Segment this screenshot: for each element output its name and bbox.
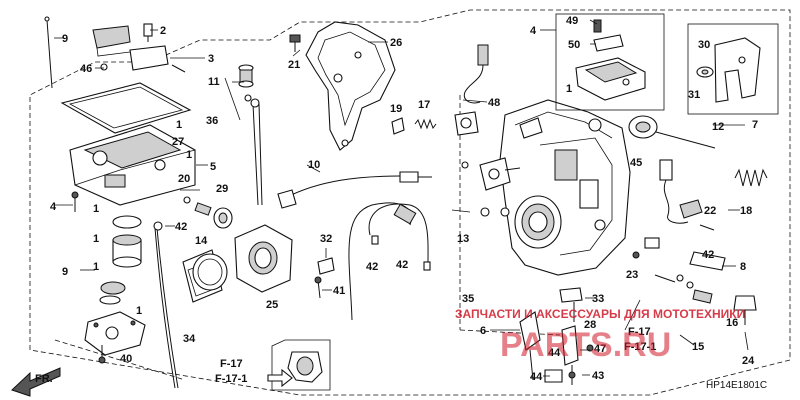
assembly-outline bbox=[29, 9, 791, 396]
callout-4: 4 bbox=[50, 201, 57, 213]
callout-13: 13 bbox=[457, 233, 469, 245]
callout-12: 12 bbox=[712, 121, 724, 133]
front-arrow-icon bbox=[11, 367, 61, 397]
callout-6: 6 bbox=[480, 325, 486, 337]
callout-33: 33 bbox=[592, 293, 604, 305]
callout-1d: 1 bbox=[93, 233, 99, 245]
top-left-parts bbox=[44, 16, 186, 89]
bottom-jet-parts bbox=[519, 287, 594, 385]
top-cap-assembly bbox=[555, 13, 779, 115]
watermark: ЗАПЧАСТИ И АКСЕССУАРЫ ДЛЯ МОТОТЕХНИКИ PA… bbox=[455, 307, 745, 364]
front-mark: FR. bbox=[35, 373, 53, 385]
callout-31: 31 bbox=[688, 89, 700, 101]
callout-1b: 1 bbox=[186, 149, 192, 161]
callout-numbers: 9 2 3 46 11 1 36 27 1 5 20 29 4 1 1 9 1 … bbox=[50, 15, 758, 383]
intake-parts bbox=[182, 224, 335, 303]
callout-11: 11 bbox=[208, 76, 220, 88]
ref-block-right-line2: F-17-1 bbox=[624, 341, 656, 353]
jet-parts bbox=[183, 64, 263, 229]
callout-9b: 9 bbox=[62, 266, 68, 278]
carburetor-body bbox=[461, 99, 631, 276]
callout-24: 24 bbox=[742, 355, 755, 367]
callout-18: 18 bbox=[740, 205, 752, 217]
callout-1: 1 bbox=[176, 119, 182, 131]
callout-16: 16 bbox=[726, 317, 738, 329]
callout-22: 22 bbox=[704, 205, 716, 217]
watermark-brand: PARTS.RU bbox=[500, 326, 671, 364]
callout-42d: 42 bbox=[702, 249, 714, 261]
hoses bbox=[153, 171, 432, 389]
reference-block-right: F-17 F-17-1 bbox=[624, 326, 656, 353]
callout-9: 9 bbox=[62, 33, 68, 45]
callout-44b: 44 bbox=[530, 371, 543, 383]
callout-45: 45 bbox=[630, 157, 642, 169]
callout-14: 14 bbox=[195, 235, 208, 247]
callout-30: 30 bbox=[698, 39, 710, 51]
callout-27: 27 bbox=[172, 136, 184, 148]
callout-44: 44 bbox=[548, 347, 561, 359]
front-direction-indicator: FR. bbox=[11, 367, 61, 397]
callout-23: 23 bbox=[626, 269, 638, 281]
reference-inset bbox=[267, 339, 331, 391]
float-chamber-gasket bbox=[60, 82, 192, 134]
callout-36: 36 bbox=[206, 115, 218, 127]
ref-block-left-line2: F-17-1 bbox=[215, 373, 247, 385]
callout-3: 3 bbox=[208, 53, 214, 65]
callout-26: 26 bbox=[390, 37, 402, 49]
callout-32: 32 bbox=[320, 233, 332, 245]
float-chamber-group bbox=[60, 82, 196, 364]
callout-40: 40 bbox=[120, 353, 132, 365]
callout-1e: 1 bbox=[93, 261, 99, 273]
callout-4b: 4 bbox=[530, 25, 537, 37]
reference-arrow-icon bbox=[267, 368, 293, 388]
callout-21: 21 bbox=[288, 59, 300, 71]
callout-34: 34 bbox=[183, 333, 196, 345]
callout-46: 46 bbox=[80, 63, 92, 75]
diagram-code: HP14E1801C bbox=[706, 380, 767, 391]
top-cover bbox=[289, 21, 396, 151]
callout-25: 25 bbox=[266, 299, 278, 311]
callout-5: 5 bbox=[210, 161, 216, 173]
callout-47: 47 bbox=[594, 343, 606, 355]
callout-42b: 42 bbox=[366, 261, 378, 273]
callout-1f: 1 bbox=[136, 305, 142, 317]
callout-20: 20 bbox=[178, 173, 190, 185]
callout-19: 19 bbox=[390, 103, 402, 115]
callout-48: 48 bbox=[488, 97, 500, 109]
callout-15: 15 bbox=[692, 341, 704, 353]
leader-lines bbox=[54, 19, 749, 377]
callout-49: 49 bbox=[566, 15, 578, 27]
callout-17: 17 bbox=[418, 99, 430, 111]
reference-block-left: F-17 F-17-1 bbox=[215, 358, 247, 385]
callout-41: 41 bbox=[333, 285, 345, 297]
ref-block-right-line1: F-17 bbox=[628, 326, 651, 338]
callout-2: 2 bbox=[160, 25, 166, 37]
callout-29: 29 bbox=[216, 183, 228, 195]
callout-42: 42 bbox=[175, 221, 187, 233]
callout-1c: 1 bbox=[93, 203, 99, 215]
callout-28: 28 bbox=[584, 319, 596, 331]
throttle-sensor-wire bbox=[391, 44, 489, 136]
right-side-parts bbox=[628, 115, 768, 325]
callout-10: 10 bbox=[308, 159, 320, 171]
ref-block-left-line1: F-17 bbox=[220, 358, 243, 370]
callout-1g: 1 bbox=[566, 83, 572, 95]
callout-7: 7 bbox=[752, 119, 758, 131]
callout-42c: 42 bbox=[396, 259, 408, 271]
watermark-text: ЗАПЧАСТИ И АКСЕССУАРЫ ДЛЯ МОТОТЕХНИКИ bbox=[455, 307, 745, 321]
callout-50: 50 bbox=[568, 39, 580, 51]
callout-8: 8 bbox=[740, 261, 746, 273]
callout-35: 35 bbox=[462, 293, 474, 305]
callout-43: 43 bbox=[592, 370, 604, 382]
